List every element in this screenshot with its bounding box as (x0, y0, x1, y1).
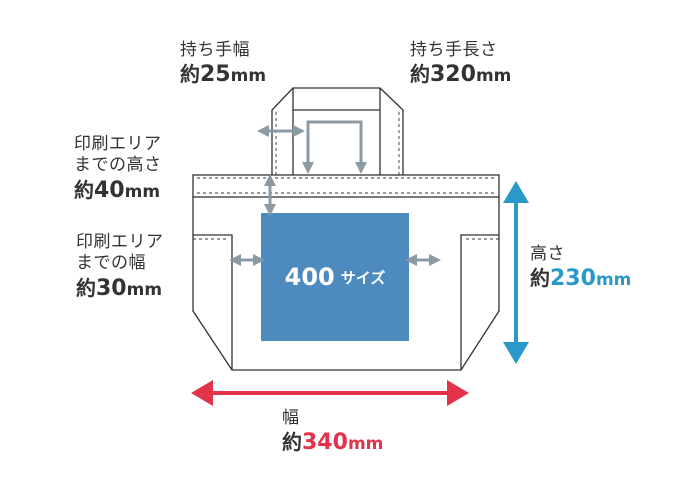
print-side-label: 印刷エリア までの幅 約30mm (76, 232, 164, 302)
height-arrow (503, 181, 529, 364)
height-title: 高さ (530, 244, 565, 264)
bag-handle (271, 87, 404, 175)
print-side-value: 約30mm (76, 275, 164, 303)
width-title: 幅 (282, 408, 300, 428)
width-label: 幅 約340mm (282, 408, 383, 457)
handle-width-title: 持ち手幅 (180, 40, 250, 60)
handle-length-arrow (302, 120, 367, 174)
print-area-text: サイズ (340, 268, 386, 287)
dim-unit: mm (475, 66, 512, 87)
print-area-label: 400 サイズ (261, 213, 409, 341)
dim-number: 40 (94, 177, 125, 203)
dim-number: 230 (550, 266, 596, 292)
approx-prefix: 約 (282, 430, 302, 455)
dim-unit: mm (595, 270, 632, 291)
print-area-number: 400 (284, 263, 335, 291)
dim-number: 25 (200, 62, 231, 88)
handle-length-title: 持ち手長さ (410, 40, 498, 60)
print-top-value: 約40mm (74, 177, 162, 205)
dim-unit: mm (124, 181, 161, 202)
dim-number: 320 (430, 62, 476, 88)
dim-number: 30 (96, 275, 127, 301)
approx-prefix: 約 (180, 62, 200, 87)
bag-body (192, 174, 500, 371)
approx-prefix: 約 (530, 266, 550, 291)
dim-unit: mm (347, 434, 384, 455)
print-area (261, 213, 409, 341)
print-top-label: 印刷エリア までの高さ 約40mm (74, 134, 162, 204)
print-side-title-1: 印刷エリア (76, 232, 164, 252)
print-side-title-2: までの幅 (76, 253, 146, 274)
height-label: 高さ 約230mm (530, 244, 631, 293)
dim-unit: mm (230, 66, 267, 87)
height-value: 約230mm (530, 265, 631, 293)
dim-number: 340 (302, 430, 348, 456)
approx-prefix: 約 (76, 275, 96, 300)
handle-width-label: 持ち手幅 約25mm (180, 40, 266, 89)
width-arrow (191, 380, 469, 406)
dim-unit: mm (126, 279, 163, 300)
handle-length-label: 持ち手長さ 約320mm (410, 40, 511, 89)
handle-length-value: 約320mm (410, 61, 511, 89)
approx-prefix: 約 (410, 62, 430, 87)
print-top-title-2: までの高さ (74, 155, 162, 176)
width-value: 約340mm (282, 429, 383, 457)
approx-prefix: 約 (74, 177, 94, 202)
handle-width-value: 約25mm (180, 61, 266, 89)
print-top-title-1: 印刷エリア (74, 134, 162, 154)
